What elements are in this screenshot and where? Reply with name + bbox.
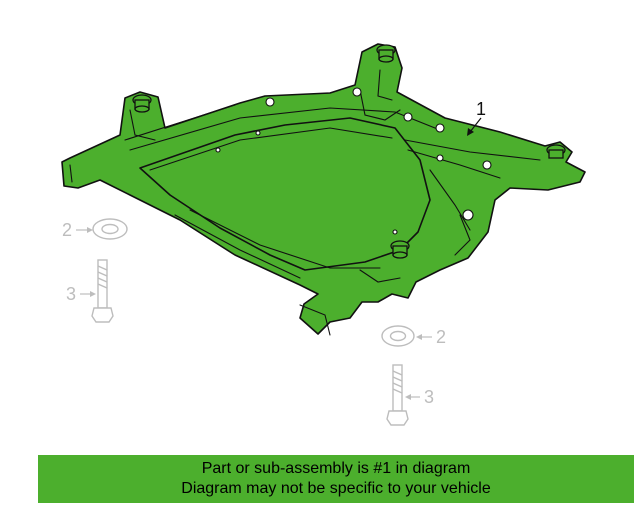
callout-2-right-arrowhead — [416, 334, 422, 340]
callout-3-right-arrowhead — [405, 394, 411, 400]
callout-1-leader — [469, 117, 482, 133]
callout-3-left-label: 3 — [66, 284, 76, 304]
banner-line-2: Diagram may not be specific to your vehi… — [181, 480, 491, 497]
subframe-inner-frame — [139, 117, 431, 271]
banner-line-1: Part or sub-assembly is #1 in diagram — [201, 460, 471, 477]
bolt-left — [91, 259, 114, 323]
callout-2-left-arrowhead — [87, 227, 93, 233]
callout-2-left-label: 2 — [62, 220, 72, 240]
callout-1-label: 1 — [476, 99, 486, 119]
washer-right — [381, 325, 415, 347]
bolt-holes — [215, 87, 492, 235]
subframe-details — [69, 69, 541, 336]
callout-3-left-arrowhead — [90, 291, 96, 297]
callout-3-right-label: 3 — [424, 387, 434, 407]
diagram-notice-banner: Part or sub-assembly is #1 in diagram Di… — [38, 455, 634, 503]
subframe-part[interactable] — [61, 43, 586, 335]
mount-bushings — [132, 44, 566, 259]
parts-diagram: 1 2 3 2 3 — [61, 43, 586, 426]
bolt-right — [386, 364, 409, 426]
callout-2-right-label: 2 — [436, 327, 446, 347]
callout-1-arrowhead — [467, 128, 474, 136]
washer-left — [92, 218, 128, 240]
